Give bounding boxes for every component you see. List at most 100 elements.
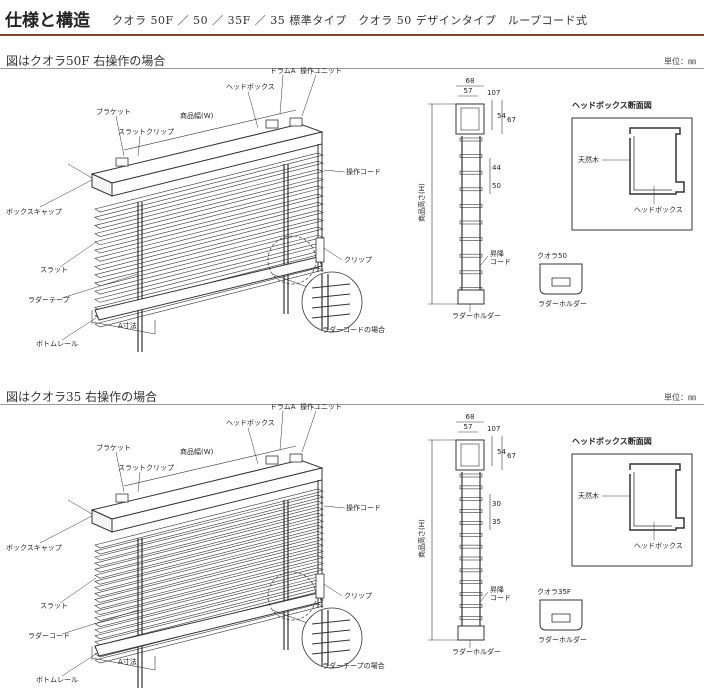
a-dim-line (91, 321, 156, 335)
side-slat (459, 497, 483, 502)
slat (94, 561, 324, 621)
leader (59, 241, 97, 268)
lift-cord-label: 昇降コード (490, 585, 511, 602)
side-slat (459, 204, 483, 208)
width-dim-line (123, 109, 297, 151)
slat (94, 603, 324, 664)
head-box-section-label: ヘッドボックス (634, 542, 683, 550)
detail-circle (267, 235, 317, 285)
operation-cord-label: 操作コード (346, 167, 381, 176)
cross-section-inner (633, 472, 672, 527)
dim-67-label: 67 (507, 452, 516, 460)
pitch-b-label: 35 (492, 518, 501, 526)
dim-7-label: 7 (496, 425, 500, 433)
cross-section-outline (629, 463, 685, 531)
product-width-label: 商品幅(W) (180, 111, 214, 120)
ladder-holder2-label: ラダーホルダー (538, 299, 587, 308)
ladder-label: ラダーコード (28, 631, 70, 640)
side-slat (459, 544, 483, 549)
section-rule (0, 404, 704, 405)
bottom-rail-label: ボトムレール (36, 676, 78, 684)
head-box-label: ヘッドボックス (226, 419, 275, 427)
side-headbox-inner (460, 443, 480, 467)
leader (61, 317, 97, 341)
leader (247, 427, 259, 465)
slat-label: スラット (40, 602, 68, 610)
slat (94, 160, 324, 221)
operation-cord-label: 操作コード (346, 503, 381, 512)
slat (94, 488, 324, 549)
dim-10-label: 10 (487, 89, 496, 97)
cross-section-title: ヘッドボックス断面図 (572, 436, 652, 446)
clip-shape (315, 237, 325, 263)
detail-circle-zoom (301, 271, 363, 333)
slat (94, 500, 324, 561)
detail-slat (311, 649, 351, 655)
operation-unit-shape (289, 453, 303, 463)
a-dim-line (91, 657, 156, 671)
cross-section-outline (629, 127, 685, 195)
a-dim-label: A寸法 (118, 657, 137, 666)
product-width-label: 商品幅(W) (180, 447, 214, 456)
cross-section-title: ヘッドボックス断面図 (572, 100, 652, 110)
leader (61, 653, 97, 677)
leader (323, 169, 346, 173)
detail-slat (311, 303, 351, 309)
bracket-shape (115, 157, 129, 167)
side-slat (459, 485, 483, 490)
ladder-cord-case-label: ラダーテープの場合 (322, 661, 385, 670)
detail-model-label: クオラ50 (537, 252, 567, 260)
side-slat (459, 473, 483, 478)
operation-unit-label: 操作ユニット (300, 66, 342, 75)
side-slat (459, 137, 483, 142)
slat (94, 543, 324, 603)
natural-wood-label: 天然木 (578, 155, 599, 164)
slat (94, 567, 324, 628)
leader (301, 74, 317, 117)
side-headbox-inner (460, 107, 480, 131)
bracket-shape (265, 119, 279, 129)
leader (115, 451, 125, 493)
page-title: 仕様と構造 (5, 11, 90, 31)
dim-57-label: 57 (464, 87, 473, 95)
side-slat (459, 253, 483, 258)
side-slat (459, 154, 483, 158)
detail-slat (311, 629, 351, 635)
dim-67-label: 67 (507, 116, 516, 124)
leader (323, 247, 343, 261)
slat (94, 512, 324, 573)
section-heading: 図はクオラ35 右操作の場合 (6, 390, 158, 404)
leader (115, 115, 125, 157)
detail-slat (311, 293, 351, 299)
section-heading: 図はクオラ50F 右操作の場合 (6, 54, 166, 68)
leader (301, 410, 317, 453)
leader (247, 91, 259, 129)
page-subtitle: クオラ 50F ／ 50 ／ 35F ／ 35 標準タイプ クオラ 50 デザイ… (112, 14, 588, 27)
slat-clip-label: スラットクリップ (118, 128, 174, 136)
leader (61, 609, 139, 635)
leader (479, 255, 489, 267)
slat (94, 549, 324, 609)
dim-7-label: 7 (496, 89, 500, 97)
slat (94, 537, 324, 597)
detail-slat (311, 619, 351, 625)
clip-label: クリップ (344, 256, 372, 264)
side-slat (459, 532, 483, 537)
drum-label: ドラムA (270, 403, 296, 411)
natural-wood-label: 天然木 (578, 491, 599, 500)
side-slat (459, 509, 483, 513)
dim-68-label: 68 (466, 413, 475, 421)
ladder-holder2-label: ラダーホルダー (538, 635, 587, 644)
leader (39, 515, 93, 544)
slat (94, 201, 324, 262)
slat (94, 506, 324, 567)
ladder-holder-label: ラダーホルダー (452, 647, 501, 656)
slat (94, 193, 324, 254)
leader (137, 135, 141, 157)
bracket-label: ブラケット (96, 443, 131, 452)
cross-section-frame (571, 453, 693, 567)
leader (323, 505, 346, 509)
